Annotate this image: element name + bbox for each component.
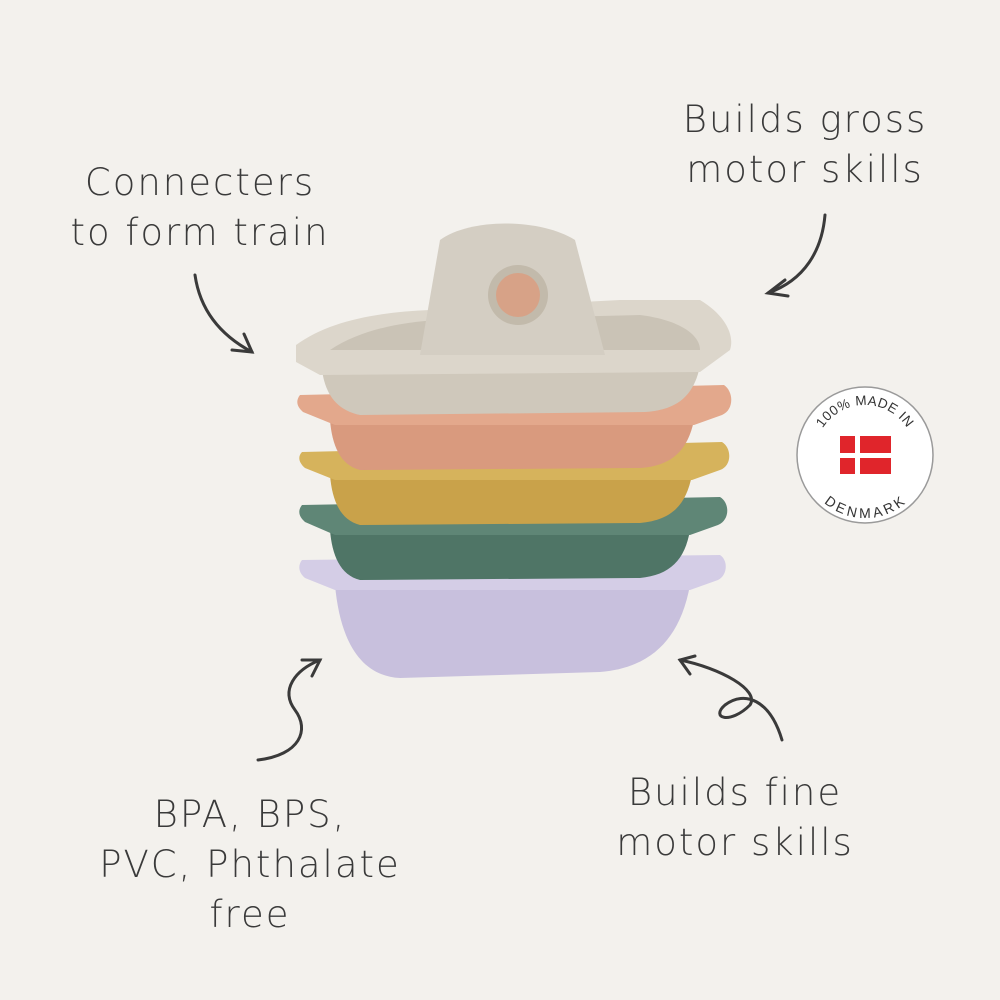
denmark-flag-icon (840, 436, 891, 474)
annotation-bpa-free: BPA, BPS, PVC, Phthalate free (70, 790, 430, 940)
annotation-fine-motor: Builds fine motor skills (595, 768, 875, 868)
annotation-line: motor skills (616, 821, 854, 864)
annotation-line: motor skills (686, 148, 924, 191)
annotation-line: to form train (70, 211, 330, 254)
annotation-line: Connecters (84, 161, 316, 204)
annotation-gross-motor: Builds gross motor skills (660, 95, 950, 195)
arrow-icon (764, 213, 827, 298)
boat-beige-top (296, 223, 732, 415)
made-in-denmark-badge: 100% MADE IN DENMARK (796, 386, 934, 524)
annotation-line: free (209, 893, 291, 936)
arrow-icon (677, 654, 784, 742)
annotation-line: Builds fine (627, 771, 843, 814)
boat-stack (296, 223, 732, 678)
arrow-icon (193, 273, 255, 354)
arrow-icon (256, 658, 323, 762)
annotation-line: BPA, BPS, (153, 793, 347, 836)
annotation-line: Builds gross (682, 98, 928, 141)
annotation-line: PVC, Phthalate (99, 843, 401, 886)
annotation-connectors: Connecters to form train (50, 158, 350, 258)
